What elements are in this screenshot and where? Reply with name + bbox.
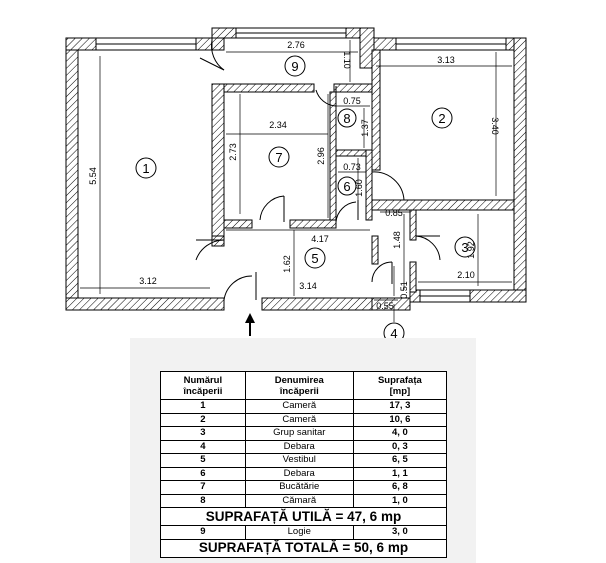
floor-plan: 1 2 3 4 5 6 7 8 9 5.54 3.12 3.13 3.40 1.…: [65, 27, 527, 340]
row-area: 6, 8: [352, 480, 448, 495]
room-8-number: 8: [343, 111, 350, 126]
header-room-area-l2: [mp]: [389, 385, 411, 397]
room-3-number: 3: [461, 240, 468, 255]
dim-room4-height: 0.51: [399, 281, 409, 299]
row-number: 1: [160, 399, 246, 414]
dim-room7-height-b: 2.96: [316, 147, 326, 165]
row-name: Logie: [244, 525, 354, 540]
dimension-labels: 5.54 3.12 3.13 3.40 1.92 2.10 0.51 0.55 …: [88, 40, 500, 311]
row-name: Debara: [244, 466, 354, 481]
dimension-lines: [80, 40, 512, 322]
dim-room5-width: 4.17: [311, 234, 329, 244]
row-name: Debara: [244, 439, 354, 454]
row-number: 8: [160, 493, 246, 508]
dim-room3-width: 2.10: [457, 270, 475, 280]
dim-room9-height: 1.10: [342, 51, 352, 69]
dim-room9-width: 2.76: [287, 40, 305, 50]
dim-room7-height-a: 2.73: [228, 143, 238, 161]
row-area: 1, 1: [352, 466, 448, 481]
row-name: Vestibul: [244, 453, 354, 468]
row-name: Cameră: [244, 412, 354, 427]
dim-room5-height-b: 1.48: [392, 231, 402, 249]
dim-room6-width: 0.73: [343, 162, 361, 172]
grand-total-row: SUPRAFAȚĂ TOTALĂ = 50, 6 mp: [160, 538, 447, 558]
row-name: Cameră: [244, 399, 354, 414]
room-2-marker: [431, 107, 453, 129]
row-number: 9: [160, 525, 246, 540]
row-area: 6, 5: [352, 453, 448, 468]
dim-room5-width-b: 3.14: [299, 281, 317, 291]
row-name: Bucătărie: [244, 480, 354, 495]
row-number: 4: [160, 439, 246, 454]
dim-room1-width: 3.12: [139, 276, 157, 286]
dim-room8-height: 1.37: [360, 119, 370, 137]
room-5-number: 5: [311, 251, 318, 266]
room-labels: 1 2 3 4 5 6 7 8 9: [135, 55, 476, 340]
room-5-marker: [304, 247, 326, 269]
room-4-marker: [383, 322, 405, 340]
header-room-area: Suprafața[mp]: [352, 371, 448, 400]
row-name: Grup sanitar: [244, 426, 354, 441]
row-number: 7: [160, 480, 246, 495]
room-1-marker: [135, 157, 157, 179]
doors: [195, 39, 441, 301]
room-9-number: 9: [291, 59, 298, 74]
dim-room6-height: 1.60: [354, 179, 364, 197]
room-2-number: 2: [438, 111, 445, 126]
header-room-number-l1: Numărul: [183, 374, 223, 386]
row-number: 3: [160, 426, 246, 441]
row-area: 0, 3: [352, 439, 448, 454]
room-6-marker: [337, 176, 357, 196]
dim-room1-height: 5.54: [88, 167, 98, 185]
header-room-number-l2: încăperii: [183, 385, 223, 397]
dim-room2-width: 3.13: [437, 55, 455, 65]
room-7-number: 7: [275, 150, 282, 165]
room-6-number: 6: [343, 179, 350, 194]
room-1-number: 1: [142, 161, 149, 176]
util-total: SUPRAFAȚĂ UTILĂ = 47, 6 mp: [160, 507, 447, 526]
dim-room8-width: 0.75: [343, 96, 361, 106]
header-room-name-l2: încăperii: [279, 385, 319, 397]
dim-room5-depth: 0.85: [385, 208, 403, 218]
dim-room7-width: 2.34: [269, 120, 287, 130]
room-8-marker: [337, 108, 357, 128]
room-7-marker: [268, 146, 290, 168]
grand-total: SUPRAFAȚĂ TOTALĂ = 50, 6 mp: [160, 538, 447, 558]
dim-room4-width: 0.55: [376, 301, 394, 311]
row-number: 5: [160, 453, 246, 468]
row-area: 17, 3: [352, 399, 448, 414]
interior-walls: [211, 49, 515, 293]
header-room-area-l1: Suprafața: [377, 374, 422, 386]
row-number: 2: [160, 412, 246, 427]
windows: [95, 27, 507, 303]
row-area: 3, 0: [352, 525, 448, 540]
row-area: 4, 0: [352, 426, 448, 441]
dim-room5-height-a: 1.62: [282, 255, 292, 273]
util-total-row: SUPRAFAȚĂ UTILĂ = 47, 6 mp: [160, 507, 447, 526]
row-area: 1, 0: [352, 493, 448, 508]
row-name: Cămară: [244, 493, 354, 508]
dim-room3-height: 1.92: [466, 241, 476, 259]
row-number: 6: [160, 466, 246, 481]
room-3-marker: [454, 236, 476, 258]
room-4-number: 4: [390, 326, 397, 340]
row-area: 10, 6: [352, 412, 448, 427]
header-room-name-l1: Denumirea: [274, 374, 324, 386]
dim-room2-height: 3.40: [490, 117, 500, 135]
room-9-marker: [284, 55, 306, 77]
